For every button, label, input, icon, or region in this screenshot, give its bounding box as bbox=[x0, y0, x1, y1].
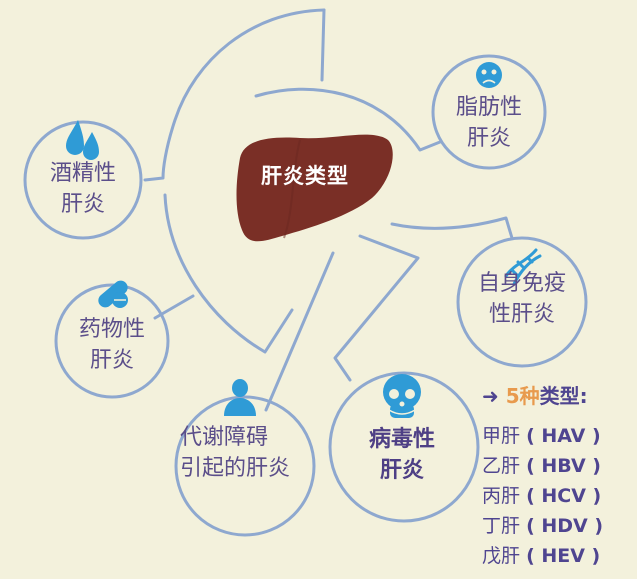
connector-line-outer-arc bbox=[143, 8, 326, 182]
node-circle-fatty bbox=[431, 54, 547, 170]
connector-line-top-vertical bbox=[320, 8, 326, 82]
node-autoimmune-line2: 性肝炎 bbox=[488, 302, 555, 327]
node-drug-line2: 肝炎 bbox=[89, 348, 134, 373]
node-alcoholic-line1: 酒精性 bbox=[49, 161, 116, 186]
node-fatty-line2: 肝炎 bbox=[466, 126, 511, 151]
liver-icon bbox=[236, 134, 393, 242]
node-viral: 病毒性 肝炎 bbox=[352, 424, 452, 486]
node-circle-viral bbox=[328, 371, 480, 523]
type-name: 丁肝 bbox=[482, 515, 521, 537]
list-item: 乙肝 ( HBV ) bbox=[482, 451, 603, 481]
type-code: ( HAV ) bbox=[526, 425, 601, 447]
list-item: 甲肝 ( HAV ) bbox=[482, 421, 603, 451]
node-alcoholic: 酒精性 肝炎 bbox=[33, 158, 133, 220]
node-viral-line2: 肝炎 bbox=[379, 458, 424, 483]
node-metabolic-line2: 引起的肝炎 bbox=[180, 456, 291, 481]
type-name: 戊肝 bbox=[482, 545, 521, 567]
viral-types-heading: ➜ 5种类型: bbox=[482, 380, 603, 409]
dna-icon bbox=[504, 248, 542, 286]
types-count: 5 bbox=[505, 384, 520, 408]
node-drug: 药物性 肝炎 bbox=[62, 314, 162, 376]
node-drug-line1: 药物性 bbox=[78, 317, 145, 342]
connector-line-autoimmune bbox=[390, 216, 514, 240]
node-autoimmune: 自身免疫 性肝炎 bbox=[464, 268, 580, 330]
type-code: ( HBV ) bbox=[526, 455, 601, 477]
viral-types-list: ➜ 5种类型: 甲肝 ( HAV ) 乙肝 ( HBV ) 丙肝 ( HCV )… bbox=[482, 380, 603, 571]
node-circle-metabolic bbox=[174, 395, 316, 537]
type-name: 丙肝 bbox=[482, 485, 521, 507]
connector-line-metabolic bbox=[264, 251, 335, 412]
node-circle-alcoholic bbox=[23, 120, 143, 240]
list-item: 戊肝 ( HEV ) bbox=[482, 541, 603, 571]
water-drops-icon bbox=[66, 120, 99, 160]
person-icon bbox=[224, 379, 256, 416]
connector-line-viral bbox=[333, 234, 420, 382]
type-code: ( HEV ) bbox=[526, 545, 601, 567]
types-count-unit: 种 bbox=[519, 384, 540, 408]
sad-face-icon bbox=[476, 62, 502, 88]
node-circle-autoimmune bbox=[456, 236, 588, 368]
connector-line-fatty bbox=[254, 87, 442, 152]
page-title: 肝炎类型 bbox=[261, 164, 349, 188]
type-code: ( HCV ) bbox=[526, 485, 602, 507]
node-circle-drug bbox=[54, 283, 170, 399]
types-label: 类型: bbox=[539, 384, 588, 408]
pill-icon bbox=[98, 280, 128, 308]
node-fatty: 脂肪性 肝炎 bbox=[439, 92, 539, 154]
node-alcoholic-line2: 肝炎 bbox=[60, 192, 105, 217]
node-viral-line1: 病毒性 bbox=[368, 427, 435, 452]
type-name: 乙肝 bbox=[482, 455, 521, 477]
skull-icon bbox=[383, 374, 421, 418]
connector-line-left-arc bbox=[163, 193, 294, 354]
arrow-right-icon: ➜ bbox=[482, 384, 499, 408]
node-metabolic: 代谢障碍 引起的肝炎 bbox=[180, 422, 310, 484]
node-autoimmune-line1: 自身免疫 bbox=[477, 271, 566, 296]
node-fatty-line1: 脂肪性 bbox=[455, 95, 522, 120]
type-code: ( HDV ) bbox=[526, 515, 604, 537]
list-item: 丙肝 ( HCV ) bbox=[482, 481, 603, 511]
type-name: 甲肝 bbox=[482, 425, 521, 447]
node-metabolic-line1: 代谢障碍 bbox=[180, 425, 269, 450]
list-item: 丁肝 ( HDV ) bbox=[482, 511, 603, 541]
